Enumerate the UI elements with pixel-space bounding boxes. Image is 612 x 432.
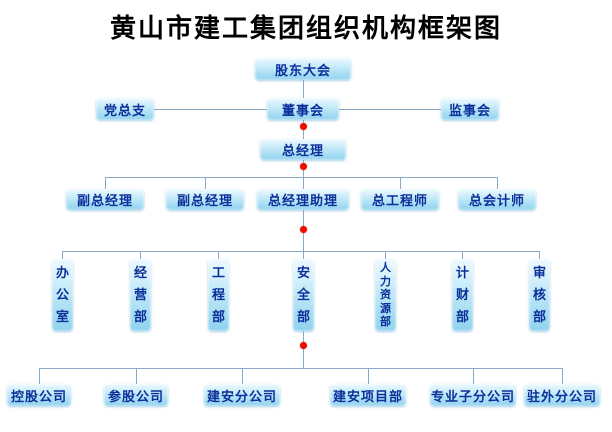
connector-stub	[473, 368, 474, 384]
connector-stub	[368, 368, 369, 384]
junction-dot	[300, 123, 307, 130]
node-deputy-general-manager-1: 副总经理	[66, 189, 144, 210]
connector-stub	[385, 251, 386, 259]
connector-board-to-supervisory	[339, 109, 441, 110]
node-chief-engineer: 总工程师	[361, 189, 439, 210]
node-finance-dept: 计财部	[452, 259, 473, 331]
connector-stub	[242, 368, 243, 384]
node-jianan-branch-company: 建安分公司	[204, 384, 280, 406]
connector-root-to-board	[303, 80, 304, 98]
page-title: 黄山市建工集团组织机构框架图	[109, 13, 502, 43]
connector-stub	[497, 177, 498, 189]
node-overseas-branch: 驻外分公司	[524, 384, 600, 406]
node-jianan-project-dept: 建安项目部	[330, 384, 406, 406]
connector-stub	[205, 177, 206, 189]
node-party-general-branch: 党总支	[96, 98, 154, 120]
connector-bottom-rail	[39, 368, 562, 369]
connector-departments-rail	[62, 251, 540, 252]
connector-stub	[136, 368, 137, 384]
connector-stub	[62, 251, 63, 259]
node-general-manager: 总经理	[260, 139, 346, 160]
connector-stub	[562, 368, 563, 384]
node-business-dept: 经营部	[130, 259, 151, 331]
connector-stub	[539, 251, 540, 259]
node-board-of-directors: 董事会	[267, 98, 339, 120]
node-deputy-general-manager-2: 副总经理	[166, 189, 244, 210]
node-gm-assistant: 总经理助理	[257, 189, 349, 210]
node-chief-accountant: 总会计师	[458, 189, 536, 210]
junction-dot	[300, 342, 307, 349]
connector-stub	[303, 177, 304, 189]
node-holding-company: 控股公司	[7, 384, 71, 406]
node-equity-participation-company: 参股公司	[104, 384, 168, 406]
connector-stub	[462, 251, 463, 259]
connector-stub	[39, 368, 40, 384]
connector-stub	[105, 177, 106, 189]
node-safety-dept: 安全部	[293, 259, 314, 331]
junction-dot	[300, 163, 307, 170]
node-supervisory-board: 监事会	[441, 98, 499, 120]
connector-stub	[303, 251, 304, 259]
node-hr-dept: 人力资源部	[375, 259, 396, 331]
connector-stub	[140, 251, 141, 259]
node-general-office: 办公室	[52, 259, 73, 331]
connector-stub	[218, 251, 219, 259]
connector-stub	[400, 177, 401, 189]
node-audit-dept: 审核部	[529, 259, 550, 331]
node-specialized-subsidiary: 专业子分公司	[430, 384, 516, 406]
node-shareholders-meeting: 股东大会	[255, 58, 351, 80]
connector-party-to-board	[154, 109, 267, 110]
connector-executives-rail	[105, 177, 497, 178]
junction-dot	[300, 226, 307, 233]
node-engineering-dept: 工程部	[208, 259, 229, 331]
connector-departments-to-bottom	[303, 331, 304, 368]
